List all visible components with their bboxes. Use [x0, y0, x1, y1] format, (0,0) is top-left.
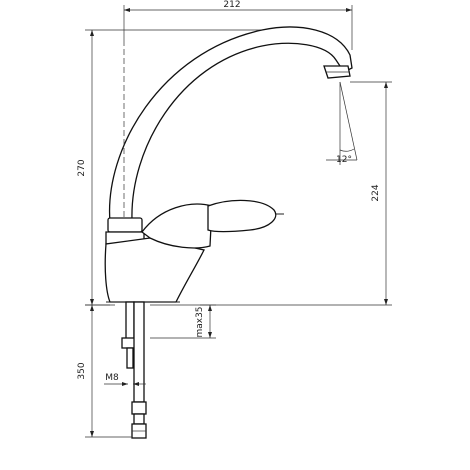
dimension-width-top: 212 — [123, 0, 353, 50]
dim-hose-label: 350 — [77, 362, 87, 379]
mounting-hardware — [121, 301, 147, 439]
dimension-max-thickness: max35 — [150, 304, 216, 339]
dim-height-label: 270 — [77, 159, 87, 176]
lever-handle — [207, 199, 277, 233]
supply-hose — [133, 301, 145, 403]
dimension-thread: M8 — [104, 373, 146, 386]
dim-thread-label: M8 — [105, 373, 119, 383]
dimension-spout-height: 224 — [200, 81, 392, 306]
dim-angle-label: 12° — [336, 155, 352, 165]
dimension-angle: 12° — [326, 81, 358, 165]
hose-nut-upper — [131, 401, 147, 415]
dimension-hose-length: 350 — [77, 304, 132, 438]
spout — [108, 26, 353, 223]
faucet-body — [104, 199, 284, 303]
dim-width-label: 212 — [223, 0, 240, 10]
dim-spout-label: 224 — [371, 184, 381, 201]
dim-max-label: max35 — [195, 306, 205, 337]
